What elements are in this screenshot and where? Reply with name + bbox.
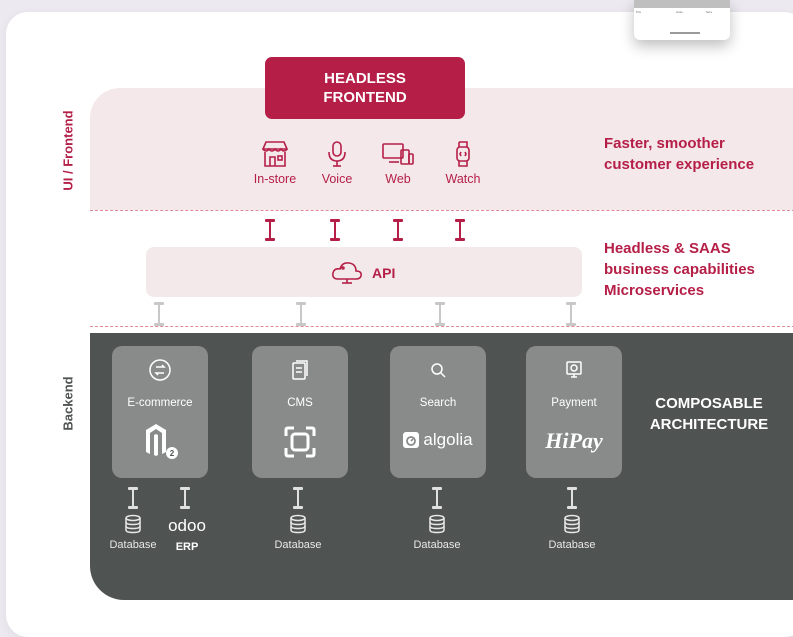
hipay-logo-text: HiPay bbox=[545, 428, 603, 453]
channel-voice: Voice bbox=[306, 140, 368, 186]
service-name: Search bbox=[419, 397, 457, 409]
database-icon bbox=[290, 514, 306, 534]
connector bbox=[180, 487, 190, 509]
service-payment: Payment HiPay bbox=[526, 346, 622, 478]
frontend-benefit-line-1: Faster, smoother bbox=[604, 135, 725, 152]
algolia-logo-text: algolia bbox=[423, 430, 473, 449]
cms-frame-logo bbox=[252, 422, 348, 462]
hipay-logo: HiPay bbox=[526, 428, 622, 454]
database-label: Database bbox=[413, 539, 461, 551]
database-icon bbox=[564, 514, 580, 534]
database-cms: Database bbox=[263, 514, 333, 551]
erp-label: ERP bbox=[175, 541, 199, 553]
headless-frontend-line-2: FRONTEND bbox=[323, 89, 407, 106]
thumbnail-preview[interactable]: Prix Avan Serv bbox=[634, 0, 730, 40]
api-label: API bbox=[372, 265, 396, 281]
headless-frontend-box: HEADLESS FRONTEND bbox=[265, 57, 465, 119]
database-icon bbox=[125, 514, 141, 534]
document-icon bbox=[292, 360, 308, 380]
database-label: Database bbox=[274, 539, 322, 551]
connector bbox=[566, 302, 576, 326]
api-label-group: API bbox=[330, 259, 395, 287]
api-layer bbox=[146, 247, 582, 297]
composable-architecture-title: COMPOSABLE ARCHITECTURE bbox=[634, 393, 784, 435]
connector bbox=[330, 219, 340, 241]
channel-web: Web bbox=[367, 140, 429, 186]
connector bbox=[293, 487, 303, 509]
connector bbox=[393, 219, 403, 241]
backend-divider bbox=[90, 326, 793, 327]
frontend-benefit-line-2: customer experience bbox=[604, 156, 755, 173]
api-benefit-line-3: Microservices bbox=[604, 282, 705, 299]
service-ecommerce: E-commerce 2 bbox=[112, 346, 208, 478]
smartwatch-icon bbox=[456, 141, 470, 167]
database-ecommerce: Database bbox=[98, 514, 168, 551]
service-name: Payment bbox=[551, 397, 597, 409]
composable-line-1: COMPOSABLE bbox=[655, 395, 763, 412]
frontend-side-label: UI / Frontend bbox=[60, 110, 76, 191]
connector bbox=[432, 487, 442, 509]
channel-label: Watch bbox=[445, 172, 481, 186]
search-icon bbox=[431, 363, 446, 378]
storefront-icon bbox=[261, 141, 289, 167]
api-benefit: Headless & SAAS business capabilities Mi… bbox=[604, 238, 755, 301]
api-benefit-line-1: Headless & SAAS bbox=[604, 240, 731, 257]
service-name: CMS bbox=[287, 397, 313, 409]
database-label: Database bbox=[109, 539, 157, 551]
database-payment: Database bbox=[537, 514, 607, 551]
frontend-benefit: Faster, smoother customer experience bbox=[604, 133, 754, 175]
cloud-api-icon bbox=[332, 262, 362, 284]
headless-frontend-line-1: HEADLESS bbox=[324, 70, 406, 87]
service-cms: CMS bbox=[252, 346, 348, 478]
devices-icon bbox=[382, 143, 414, 165]
connector bbox=[455, 219, 465, 241]
connector bbox=[128, 487, 138, 509]
channel-watch: Watch bbox=[432, 140, 494, 186]
api-benefit-line-2: business capabilities bbox=[604, 261, 755, 278]
database-icon bbox=[429, 514, 445, 534]
magento-version-badge: 2 bbox=[170, 449, 175, 458]
exchange-icon bbox=[149, 359, 171, 381]
odoo-logo: odoo bbox=[168, 516, 206, 535]
database-search: Database bbox=[402, 514, 472, 551]
frontend-divider bbox=[90, 210, 793, 211]
backend-side-label: Backend bbox=[60, 376, 76, 431]
channel-label: Voice bbox=[321, 172, 353, 186]
channel-in-store: In-store bbox=[244, 140, 306, 186]
erp-odoo: odoo ERP bbox=[162, 516, 212, 553]
connector bbox=[154, 302, 164, 326]
microphone-icon bbox=[328, 141, 346, 167]
connector bbox=[567, 487, 577, 509]
database-label: Database bbox=[548, 539, 596, 551]
connector bbox=[435, 302, 445, 326]
algolia-logo: algolia bbox=[390, 430, 486, 450]
composable-line-2: ARCHITECTURE bbox=[649, 416, 769, 433]
magento-logo: 2 bbox=[112, 422, 208, 462]
connector bbox=[265, 219, 275, 241]
service-name: E-commerce bbox=[127, 397, 193, 409]
payment-icon bbox=[566, 361, 582, 378]
channel-label: In-store bbox=[253, 172, 297, 186]
connector bbox=[296, 302, 306, 326]
service-search: Search algolia bbox=[390, 346, 486, 478]
channel-label: Web bbox=[385, 172, 411, 186]
